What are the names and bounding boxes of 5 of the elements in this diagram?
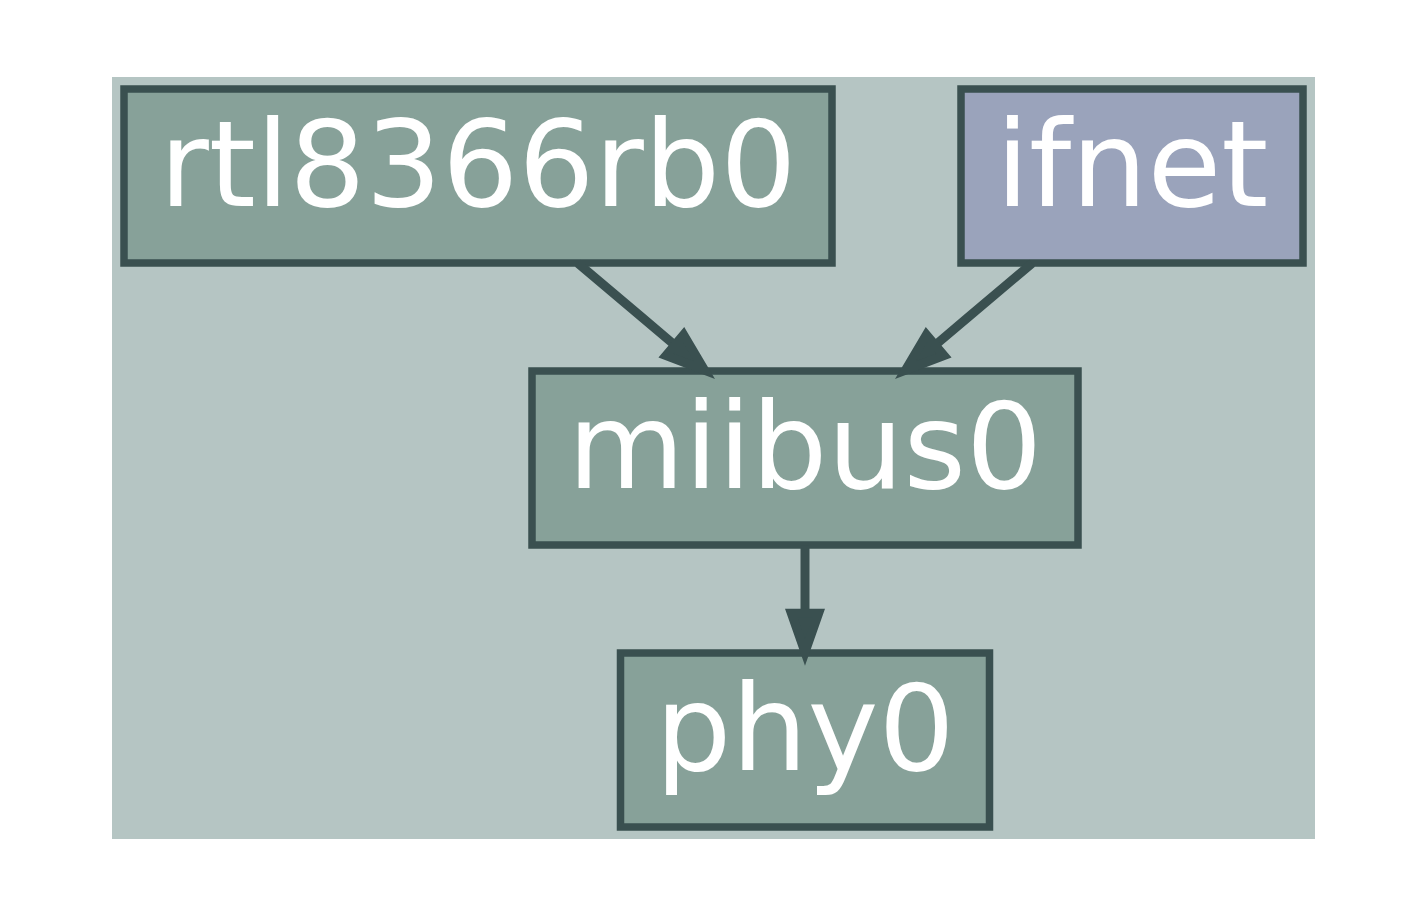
node-box: phy0 xyxy=(616,649,994,831)
arrow xyxy=(785,545,825,666)
node-box: ifnet xyxy=(957,85,1307,267)
node-box: miibus0 xyxy=(528,367,1082,549)
node-box: rtl8366rb0 xyxy=(120,85,836,267)
